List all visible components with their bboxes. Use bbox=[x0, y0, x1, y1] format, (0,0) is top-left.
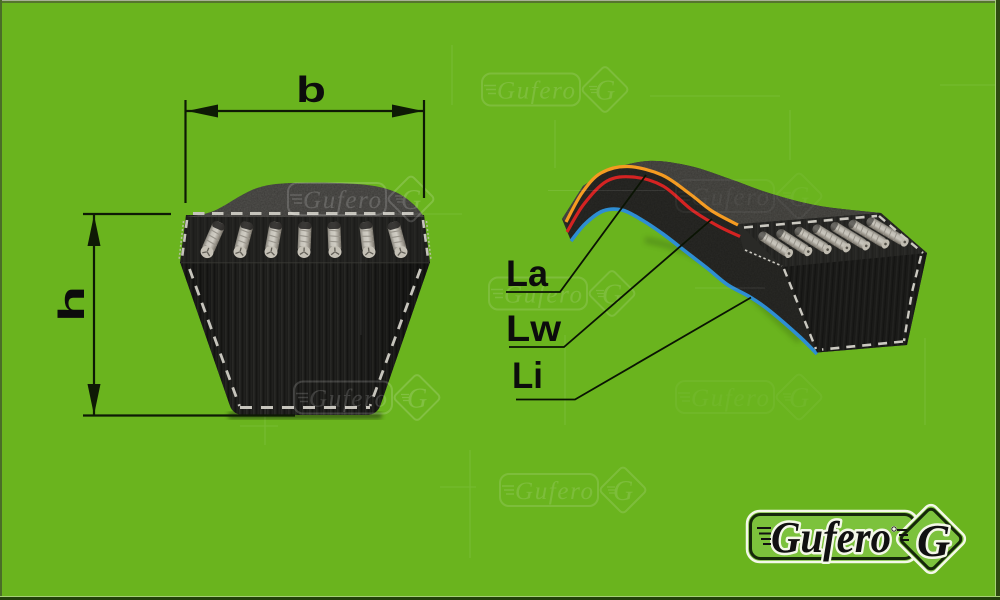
svg-text:h: h bbox=[51, 286, 92, 322]
svg-text:b: b bbox=[296, 69, 326, 110]
svg-text:La: La bbox=[506, 253, 548, 294]
svg-text:Li: Li bbox=[512, 355, 543, 396]
svg-text:G: G bbox=[917, 515, 950, 566]
svg-text:Lw: Lw bbox=[506, 308, 561, 349]
svg-text:Gufero: Gufero bbox=[771, 513, 891, 562]
